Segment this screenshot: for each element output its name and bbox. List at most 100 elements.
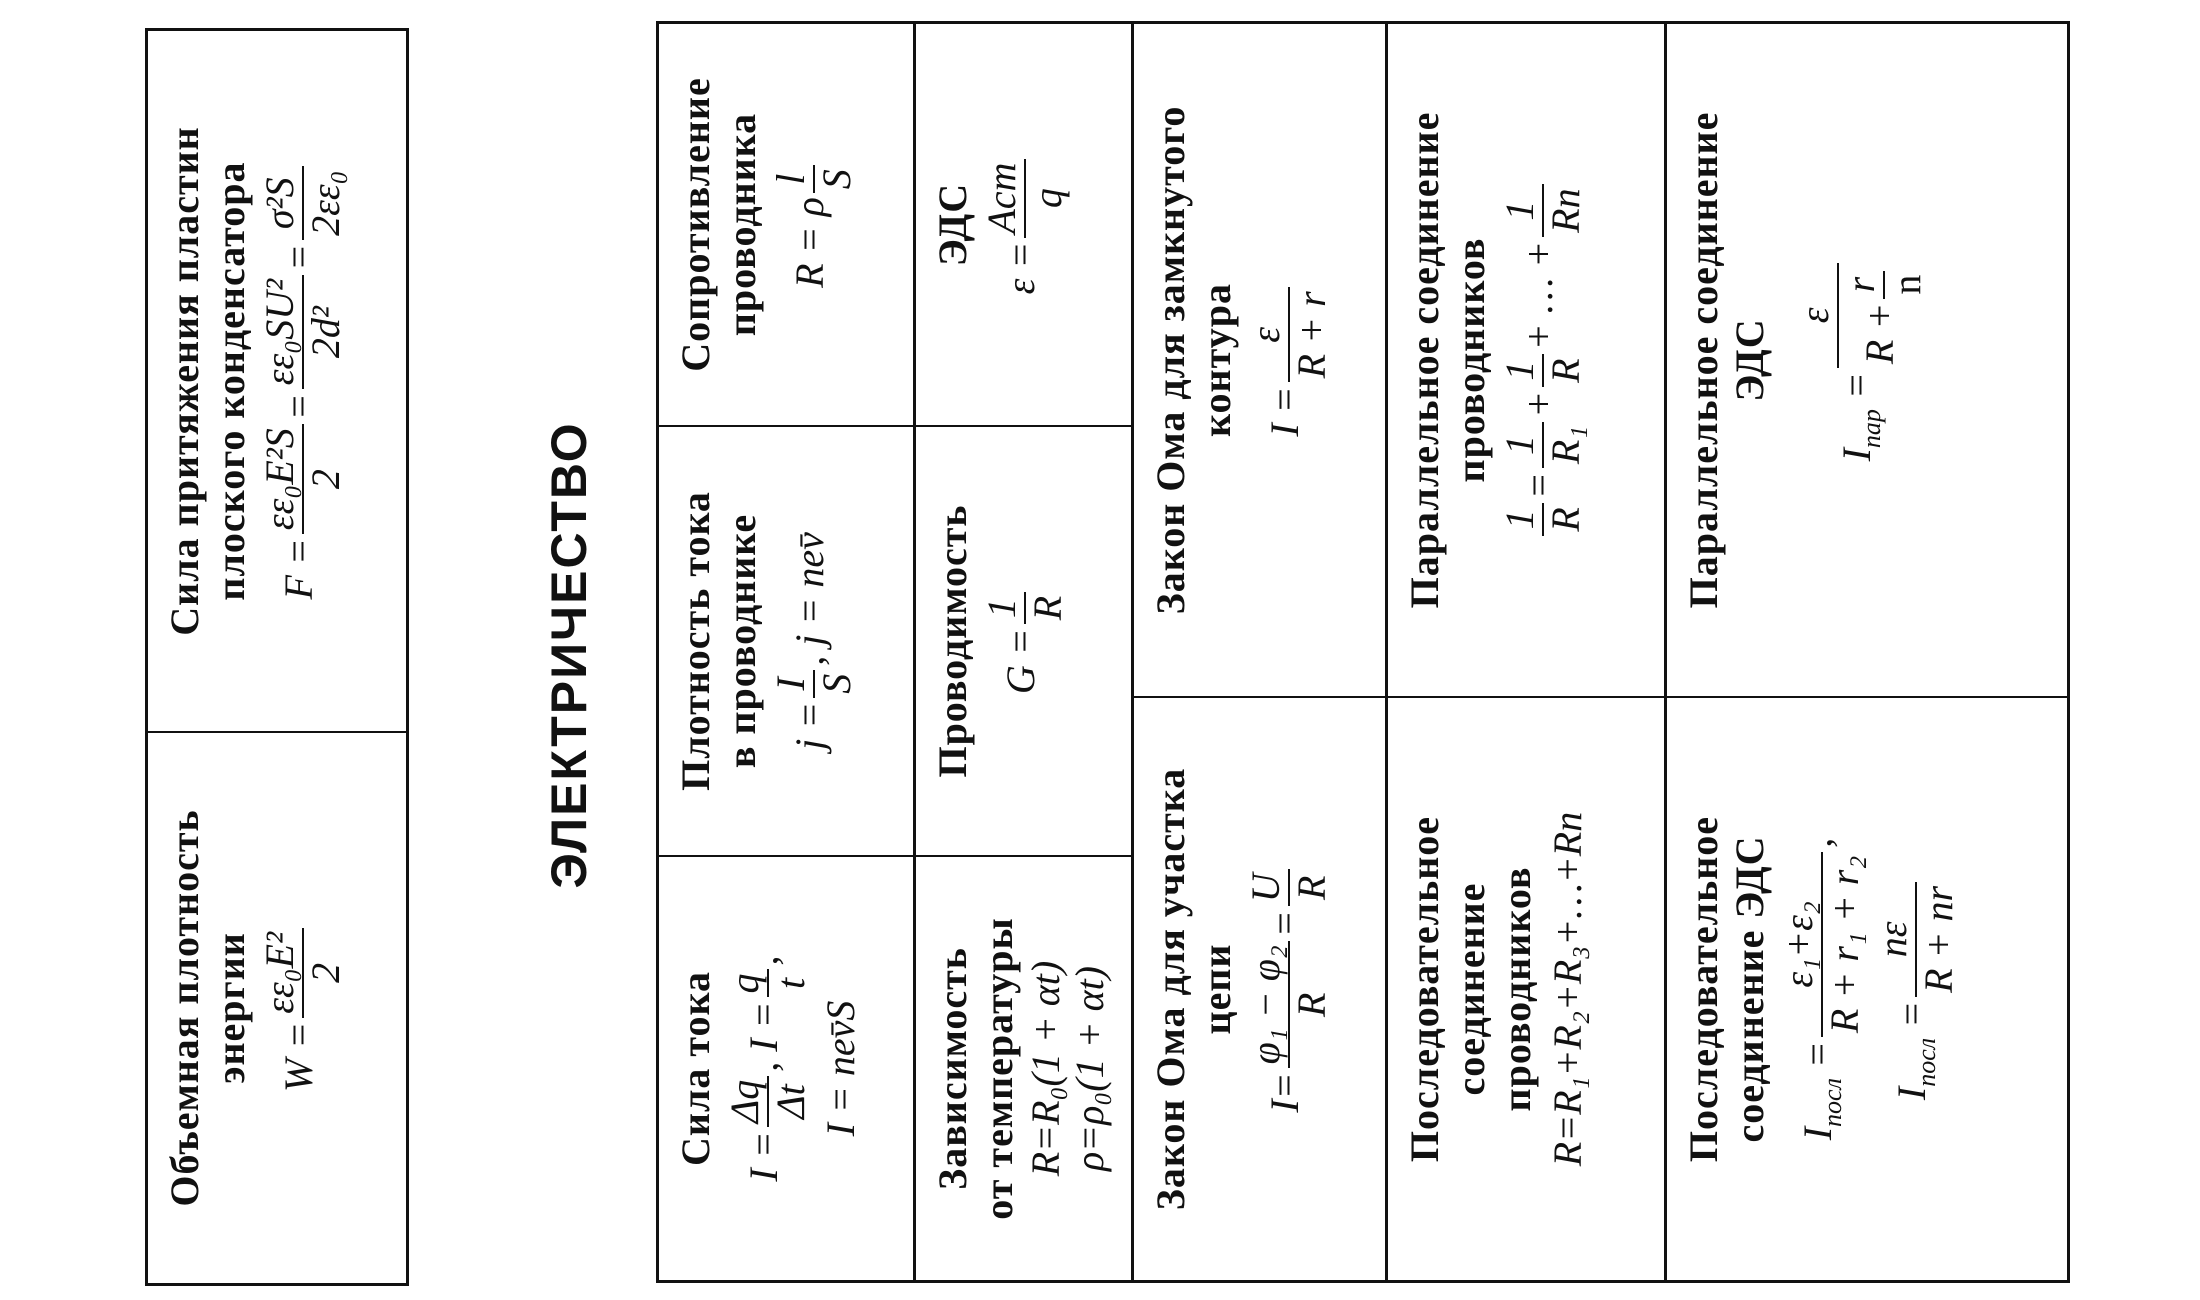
numerator: q: [722, 969, 769, 998]
numerator: 1: [979, 591, 1026, 625]
denominator: 2: [303, 962, 348, 983]
cell-temperature: Зависимость от температуры R=R₀(1 + αt) …: [913, 857, 1131, 1280]
cell-plate-force: Сила притяжения пластин плоского конденс…: [148, 31, 406, 733]
denominator: R: [1289, 992, 1334, 1018]
cell-series-emf: Последовательное соединение ЭДС Iпосл =ε…: [1664, 698, 2067, 1280]
cell-title: плоского конденсатора: [208, 161, 253, 601]
cell-title: соединение ЭДС: [1727, 835, 1772, 1143]
formula-lhs: W =: [276, 1021, 322, 1093]
section-title: ЭЛЕКТРИЧЕСТВО: [541, 421, 597, 889]
cell-title: проводников: [1494, 866, 1539, 1112]
formula-text: I =: [741, 1131, 787, 1182]
cell-title: в проводнике: [719, 513, 764, 769]
formula-text: ε =: [998, 241, 1044, 295]
formula: ρ=ρ₀(1 + αt): [1067, 965, 1112, 1172]
numerator: εε₀E²S: [257, 424, 304, 535]
numerator: φ₁ − φ₂: [1243, 941, 1290, 1069]
numerator: 1: [1497, 421, 1544, 469]
numerator: Δq: [722, 1075, 769, 1128]
numerator: 1: [1497, 503, 1544, 536]
cell-title: Сила притяжения пластин: [162, 126, 207, 636]
cell-title: Закон Ома для участка: [1148, 767, 1193, 1211]
cell-title: Параллельное соединение: [1402, 111, 1447, 609]
denominator: S: [814, 673, 859, 694]
numerator: σ²S: [257, 166, 304, 240]
subscript: посл: [1912, 1037, 1942, 1087]
denominator: S: [814, 169, 859, 190]
formula: R=R₁+R₂+R₃+…+Rn: [1545, 811, 1590, 1167]
formula-text: ,: [1795, 837, 1841, 848]
cell-title: Последовательное: [1402, 815, 1447, 1163]
cell-title: контура: [1194, 283, 1239, 437]
formula: I = nev̄S: [818, 1000, 863, 1137]
denominator: Δt: [768, 1084, 813, 1119]
cell-title: соединение: [1448, 882, 1493, 1096]
denominator: 2: [303, 469, 348, 490]
denominator: t: [768, 977, 813, 990]
denominator: Rn: [1543, 188, 1588, 233]
numerator: ε: [1243, 287, 1290, 383]
denominator: q: [1025, 188, 1070, 209]
formula-text: I =: [1262, 386, 1308, 437]
formula-text: G =: [998, 628, 1044, 695]
formula-text: , j = nev̄: [787, 532, 833, 666]
numerator: 1: [1497, 354, 1544, 387]
cell-title: проводников: [1448, 237, 1493, 483]
cell-title: ЭДС: [930, 182, 975, 267]
formula-text: =: [1262, 910, 1308, 938]
formula-text: , I =: [741, 1001, 787, 1072]
numerator: U: [1243, 869, 1290, 907]
numerator: 1: [1497, 184, 1544, 237]
cell-title: энергии: [208, 932, 253, 1084]
formula-text: +: [1516, 390, 1562, 418]
cell-title: Проводимость: [930, 504, 975, 778]
denominator: 2εε₀: [303, 170, 348, 236]
denominator: 2d²: [303, 306, 348, 359]
numerator: r: [1838, 270, 1885, 299]
formula-text: R +: [1857, 302, 1903, 365]
cell-title: Параллельное соединение: [1681, 111, 1726, 609]
formula-text: + … +: [1516, 240, 1562, 351]
formula-lhs: F =: [276, 538, 322, 600]
denominator: R₁: [1543, 425, 1588, 465]
numerator: ε: [1792, 262, 1839, 369]
denominator: R + nr: [1916, 885, 1961, 993]
cell-title: от температуры: [976, 917, 1021, 1220]
formula-text: =: [1795, 1041, 1841, 1069]
numerator: Aст: [979, 158, 1026, 238]
cell-title: Последовательное: [1681, 815, 1726, 1163]
